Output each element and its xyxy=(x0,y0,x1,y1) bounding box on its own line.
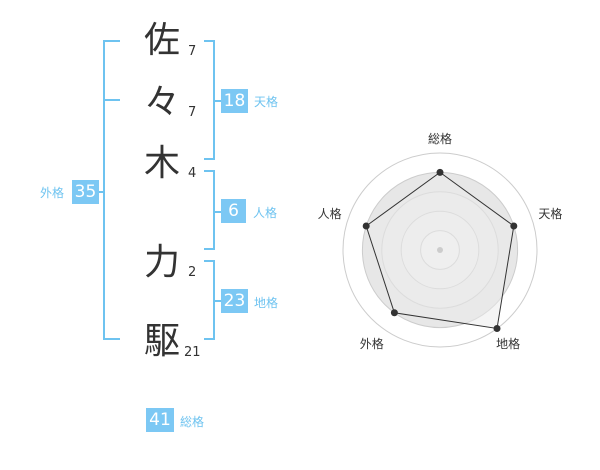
name-char-1: 佐 xyxy=(143,20,180,61)
stroke-count-1: 7 xyxy=(188,44,197,59)
stroke-count-2: 7 xyxy=(188,105,197,120)
gaikaku-label: 外格 xyxy=(40,186,65,200)
radar-point-0 xyxy=(436,168,444,176)
chikaku-label: 地格 xyxy=(254,296,279,310)
gaikaku-value: 35 xyxy=(72,180,99,204)
radar-point-1 xyxy=(510,222,518,230)
radar-axis-label-2: 地格 xyxy=(496,336,520,351)
name-char-2: 々 xyxy=(143,82,180,123)
radar-point-3 xyxy=(390,309,398,317)
stroke-count-3: 4 xyxy=(188,166,197,181)
soukaku-value: 41 xyxy=(146,408,174,432)
name-char-3: 木 xyxy=(143,143,180,184)
stroke-count-4: 2 xyxy=(188,265,197,280)
radar-center-dot xyxy=(437,247,443,253)
radar-axis-label-1: 天格 xyxy=(538,206,562,221)
tenkaku-label: 天格 xyxy=(254,95,279,109)
radar-axis-label-0: 総格 xyxy=(428,131,452,146)
soukaku-label: 総格 xyxy=(180,415,205,429)
stroke-count-5: 21 xyxy=(184,345,201,360)
name-char-4: 力 xyxy=(143,242,180,283)
radar-axis-label-3: 外格 xyxy=(360,336,384,351)
radar-axis-label-4: 人格 xyxy=(318,206,342,221)
chikaku-value: 23 xyxy=(221,289,248,313)
radar-point-4 xyxy=(362,222,370,230)
jinkaku-label: 人格 xyxy=(253,206,278,220)
radar-point-2 xyxy=(493,324,501,332)
tenkaku-value: 18 xyxy=(221,89,248,113)
jinkaku-value: 6 xyxy=(221,199,246,223)
name-char-5: 駆 xyxy=(143,321,180,362)
